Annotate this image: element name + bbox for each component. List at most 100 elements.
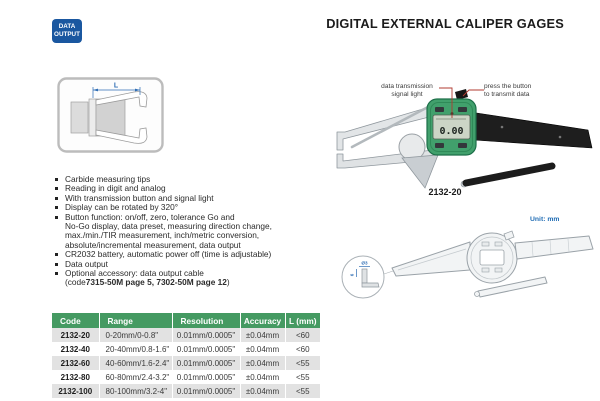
display-button: [435, 107, 444, 112]
feature-list: Carbide measuring tips Reading in digit …: [55, 174, 340, 288]
handle-grip: [469, 111, 593, 149]
header-accuracy: Accuracy: [239, 313, 285, 328]
annotation-line: data transmission: [381, 83, 433, 90]
cell-l: <55: [284, 356, 320, 370]
bullet-square-icon: [55, 215, 58, 219]
cell-code: 2132-60: [52, 356, 99, 370]
feature-item: Optional accessory: data output cable: [55, 268, 340, 279]
leader-signal-light: [439, 87, 453, 118]
feature-text: Button function: on/off, zero, tolerance…: [65, 211, 235, 222]
dim-arrow-right: [135, 88, 140, 92]
bullet-square-icon: [55, 253, 58, 257]
badge-line1: DATA: [58, 23, 76, 30]
cell-accuracy: ±0.04mm: [239, 356, 285, 370]
bullet-square-icon: [55, 262, 58, 266]
feature-item: With transmission button and signal ligh…: [55, 193, 340, 203]
cell-range: 40-60mm/1.6-2.4": [98, 356, 172, 370]
cell-code: 2132-80: [52, 370, 99, 384]
feature-text: max./min./TIR measurement, inch/metric c…: [65, 230, 260, 241]
table-header-row: Code Range Resolution Accuracy L (mm): [52, 313, 320, 328]
cell-code: 2132-20: [52, 328, 99, 342]
table-row: 2132-80 60-80mm/2.4-3.2" 0.01mm/0.0005" …: [52, 370, 320, 384]
outline-drawing: Ø3 6: [341, 230, 594, 299]
lower-bracket: [401, 154, 439, 189]
display-button: [435, 143, 444, 148]
feature-text: Data output: [65, 258, 108, 269]
annotation-transmit-button: press the button to transmit data: [484, 83, 548, 98]
cell-accuracy: ±0.04mm: [239, 328, 285, 342]
feature-text: Display can be rotated by 320°: [65, 202, 179, 213]
outline-display-inner: [470, 236, 514, 280]
header-l: L (mm): [284, 313, 320, 328]
outline-jaw-arm: [391, 241, 471, 277]
outline-handle-groove: [567, 238, 570, 253]
cell-resolution: 0.01mm/0.0005": [171, 328, 240, 342]
product-photo: 0.00: [336, 87, 593, 189]
handle-stud: [558, 135, 562, 139]
cell-code: 2132-100: [52, 384, 99, 398]
table-row: 2132-40 20-40mm/0.8-1.6" 0.01mm/0.0005" …: [52, 342, 320, 356]
display-housing-inner: [430, 102, 473, 152]
bullet-square-icon: [55, 272, 58, 276]
dim-arrow-left: [93, 88, 98, 92]
outline-handle-groove: [531, 241, 534, 257]
cell-resolution: 0.01mm/0.0005": [171, 342, 240, 356]
feature-item: CR2032 battery, automatic power off (tim…: [55, 249, 340, 260]
outline-handle-groove: [549, 239, 552, 255]
cell-resolution: 0.01mm/0.0005": [171, 384, 240, 398]
annotation-line: signal light: [391, 90, 423, 98]
cell-resolution: 0.01mm/0.0005": [171, 356, 240, 370]
cell-l: <55: [284, 370, 320, 384]
feature-item: Reading in digit and analog: [55, 183, 340, 193]
cell-l: <60: [284, 328, 320, 342]
bullet-square-icon: [55, 206, 58, 210]
feature-item: Button function: on/off, zero, tolerance…: [55, 211, 340, 222]
retraction-lever: [462, 162, 556, 187]
code-bold: 7315-50M page 5, 7302-50M page 12: [85, 277, 227, 288]
tip-base: [361, 282, 380, 288]
transmit-button: [455, 89, 468, 100]
code-prefix: (code: [65, 277, 86, 288]
outline-lcd: [479, 249, 505, 266]
feature-text: No-Go display, data preset, measuring di…: [65, 221, 272, 232]
workpiece-block: [70, 101, 89, 134]
feature-item: Display can be rotated by 320°: [55, 202, 340, 213]
cell-range: 80-100mm/3.2-4": [98, 384, 172, 398]
lcd-value: 0.00: [439, 126, 463, 137]
table-row: 2132-20 0-20mm/0-0.8" 0.01mm/0.0005" ±0.…: [52, 328, 320, 342]
tip-pin: [361, 268, 368, 284]
detail-leader: [383, 270, 394, 275]
table-row: 2132-60 40-60mm/1.6-2.4" 0.01mm/0.0005" …: [52, 356, 320, 370]
cell-accuracy: ±0.04mm: [239, 370, 285, 384]
cell-resolution: 0.01mm/0.0005": [171, 370, 240, 384]
feature-text: Optional accessory: data output cable: [65, 268, 204, 279]
badge-line2: OUTPUT: [54, 31, 80, 38]
annotation-line: to transmit data: [484, 90, 530, 98]
annotation-signal-light: data transmission signal light: [376, 83, 438, 98]
cell-range: 20-40mm/0.8-1.6": [98, 342, 172, 356]
display-button: [458, 143, 467, 148]
dim-label-L: L: [114, 83, 119, 90]
cell-l: <60: [284, 342, 320, 356]
cell-range: 0-20mm/0-0.8": [98, 328, 172, 342]
feature-text: CR2032 battery, automatic power off (tim…: [65, 249, 272, 260]
table-row: 2132-100 80-100mm/3.2-4" 0.01mm/0.0005" …: [52, 384, 320, 398]
leader-transmit-button: [462, 89, 484, 97]
bullet-square-icon: [55, 178, 58, 181]
code-suffix: ): [226, 277, 230, 288]
feature-item-continuation: max./min./TIR measurement, inch/metric c…: [55, 230, 340, 241]
feature-item-accessory-code: (code 7315-50M page 5, 7302-50M page 12): [55, 277, 340, 288]
outline-lever-pin: [474, 291, 480, 297]
tip-dim-height: 6: [350, 273, 355, 276]
header-code: Code: [52, 313, 99, 328]
outline-handle: [514, 235, 594, 260]
feature-item-continuation: No-Go display, data preset, measuring di…: [55, 221, 340, 232]
feature-item: Carbide measuring tips: [55, 174, 340, 184]
spec-table: Code Range Resolution Accuracy L (mm) 21…: [52, 313, 320, 398]
display-button: [458, 107, 467, 112]
workpiece-body: [95, 98, 126, 137]
header-resolution: Resolution: [171, 313, 240, 328]
feature-item-continuation: absolute/incremental measurement, data o…: [55, 240, 340, 250]
workpiece-strip: [88, 98, 97, 137]
